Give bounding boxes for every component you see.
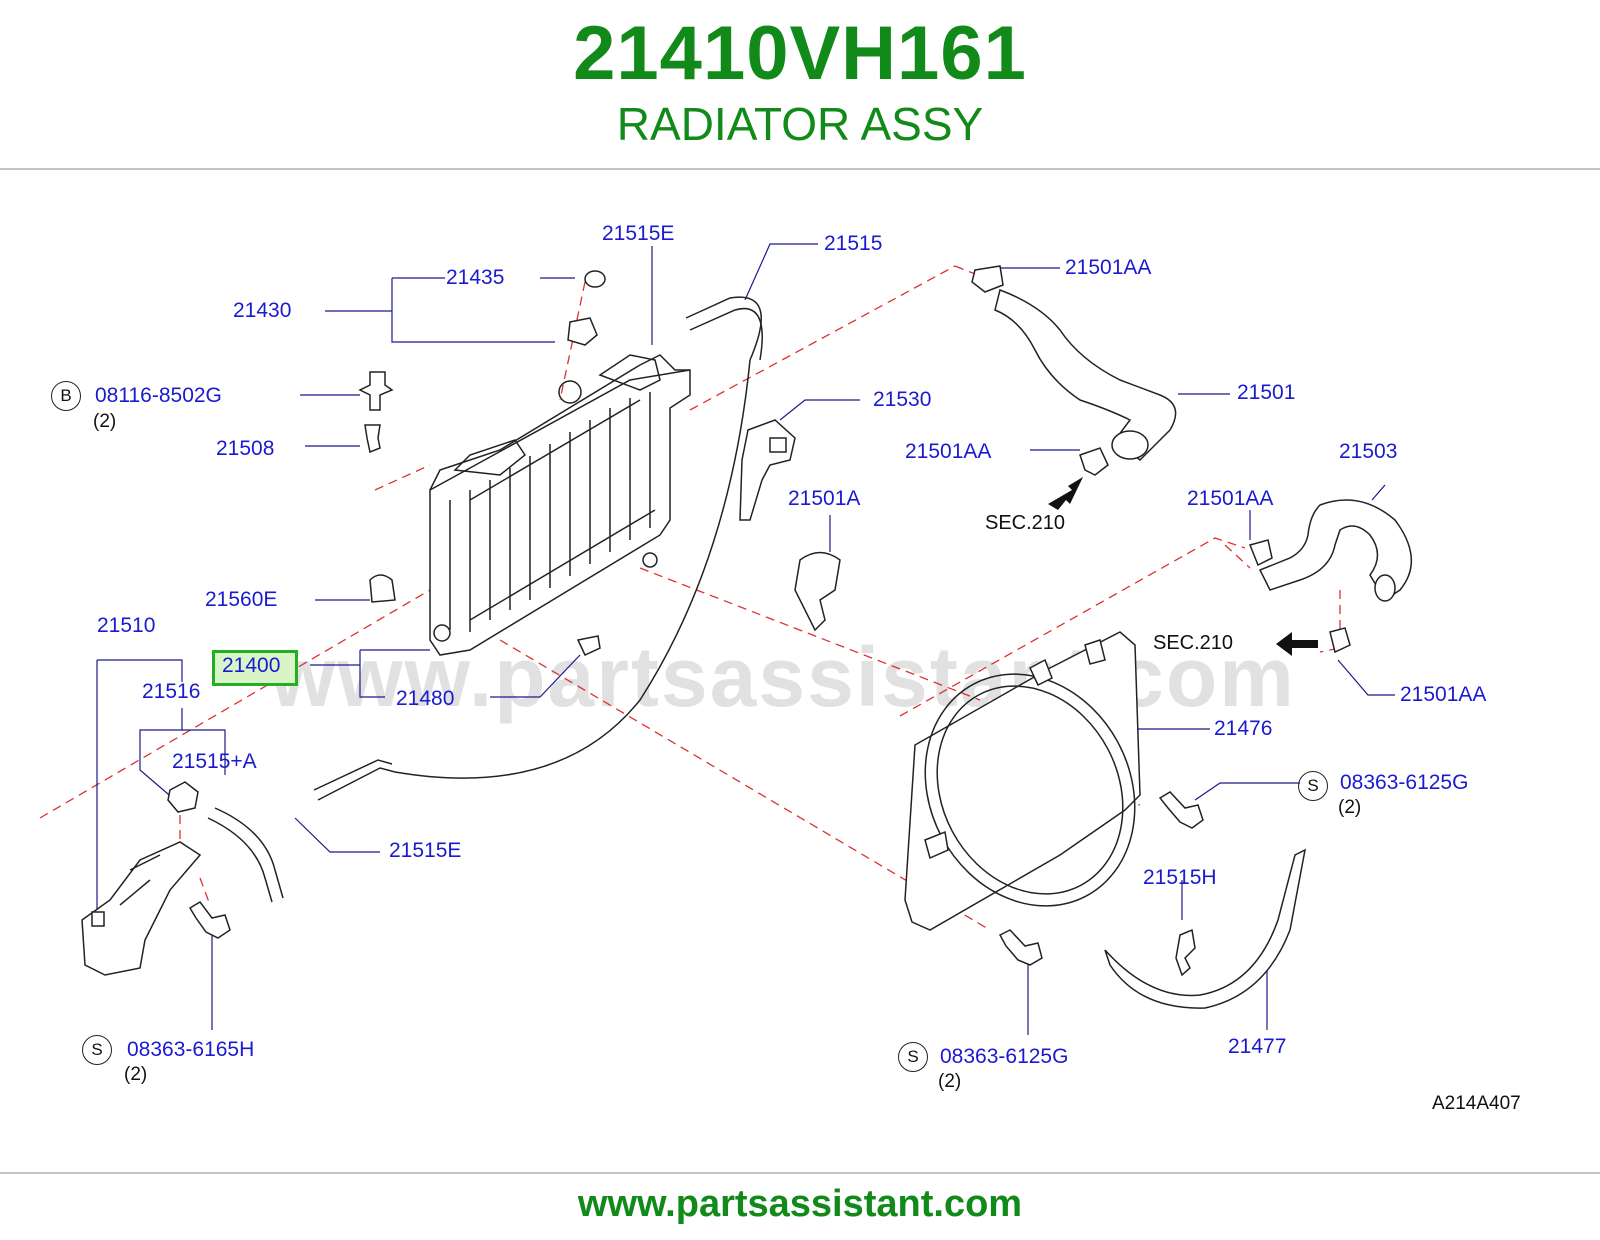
part-number-title: 21410VH161: [573, 11, 1027, 96]
quantity-08116: (2): [93, 411, 117, 432]
callout-08363-6125G-2[interactable]: 08363-6125G: [940, 1045, 1069, 1068]
radiator-cap-parts: [358, 270, 606, 656]
header: 21410VH161 RADIATOR ASSY: [0, 0, 1600, 168]
callout-21501AA-2[interactable]: 21501AA: [905, 440, 992, 463]
symbol-b-circle: B: [51, 381, 81, 411]
footer-divider: [0, 1172, 1600, 1174]
callout-21515E-top[interactable]: 21515E: [602, 222, 675, 245]
callout-21515E-bottom[interactable]: 21515E: [389, 839, 462, 862]
callout-21430[interactable]: 21430: [233, 299, 292, 322]
quantity-08363-6125G-2: (2): [938, 1071, 962, 1092]
reservoir-tank: [81, 781, 202, 976]
lower-hose: [1248, 499, 1412, 654]
upper-hose: [971, 265, 1177, 476]
callout-21508[interactable]: 21508: [216, 437, 275, 460]
callout-21510[interactable]: 21510: [97, 614, 156, 637]
callout-21435[interactable]: 21435: [446, 266, 505, 289]
leader-lines: [96, 243, 1395, 1035]
section-ref-sec210-2[interactable]: SEC.210: [1153, 632, 1234, 654]
bolts: [188, 791, 1204, 966]
callout-21400[interactable]: 21400: [222, 654, 281, 677]
highlighted-part-box: [212, 650, 298, 686]
fan-shroud: [904, 631, 1141, 931]
callout-21476[interactable]: 21476: [1214, 717, 1273, 740]
callout-21503[interactable]: 21503: [1339, 440, 1398, 463]
callout-08363-6165H[interactable]: 08363-6165H: [127, 1038, 255, 1061]
callout-21501A[interactable]: 21501A: [788, 487, 861, 510]
callout-08363-6125G-1[interactable]: 08363-6125G: [1340, 771, 1469, 794]
symbol-s-circle-2: S: [82, 1035, 112, 1065]
radiator-core: [429, 354, 691, 656]
callout-21530[interactable]: 21530: [873, 388, 932, 411]
part-name-subtitle: RADIATOR ASSY: [616, 98, 984, 150]
callout-21477[interactable]: 21477: [1228, 1035, 1287, 1058]
callout-21516[interactable]: 21516: [142, 680, 201, 703]
symbol-s-circle-3: S: [898, 1042, 928, 1072]
callout-21501[interactable]: 21501: [1237, 381, 1296, 404]
footer-website-link[interactable]: www.partsassistant.com: [577, 1183, 1023, 1225]
callout-21501AA-1[interactable]: 21501AA: [1065, 256, 1152, 279]
lower-shroud: [1104, 848, 1307, 1009]
callout-21515[interactable]: 21515: [824, 232, 883, 255]
callout-08116-8502G[interactable]: 08116-8502G: [95, 384, 222, 407]
callout-21501AA-4[interactable]: 21501AA: [1400, 683, 1487, 706]
callout-21560E[interactable]: 21560E: [205, 588, 278, 611]
callout-21501AA-3[interactable]: 21501AA: [1187, 487, 1274, 510]
symbol-s-circle-1: S: [1298, 771, 1328, 801]
callout-21515H[interactable]: 21515H: [1143, 866, 1217, 889]
section-ref-sec210-1[interactable]: SEC.210: [985, 512, 1066, 534]
quantity-08363-6165H: (2): [124, 1064, 148, 1085]
bracket-and-clamp: [739, 419, 841, 632]
quantity-08363-6125G-1: (2): [1338, 797, 1362, 818]
callout-21480[interactable]: 21480: [396, 687, 455, 710]
header-divider: [0, 168, 1600, 170]
diagram-code: A214A407: [1432, 1093, 1521, 1114]
exploded-parts-diagram: [39, 243, 1412, 1035]
section-arrows: [1048, 477, 1318, 656]
overflow-hoses: [207, 296, 763, 903]
callout-21515A[interactable]: 21515+A: [172, 750, 257, 773]
